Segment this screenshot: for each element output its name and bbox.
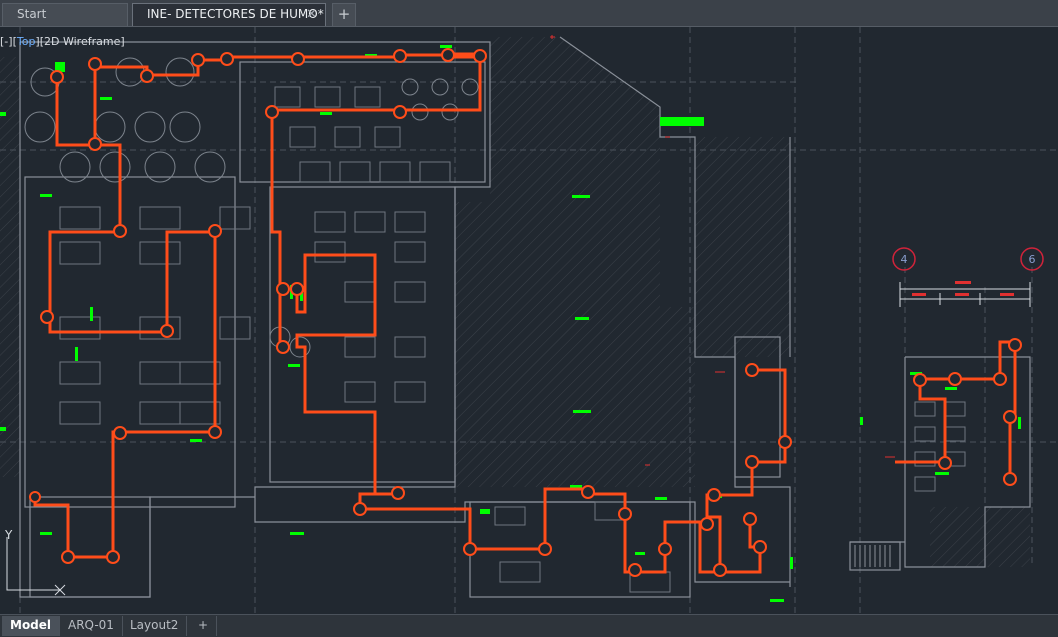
tab-arq-01-label: ARQ-01 — [68, 618, 114, 632]
stairs — [854, 545, 891, 567]
floor-plan-drawing: 4 6 Y — [0, 27, 1058, 614]
tab-model[interactable]: Model — [2, 616, 61, 636]
smoke-detector-symbols — [29, 48, 1022, 577]
dimension-text — [912, 281, 1014, 296]
file-tab-bar: Start INE- DETECTORES DE HUMO* ✕ + — [0, 0, 1058, 27]
close-icon[interactable]: ✕ — [306, 7, 317, 22]
tab-layout2-label: Layout2 — [130, 618, 179, 632]
tab-layout2[interactable]: Layout2 — [122, 616, 188, 636]
grid-bubble-4-label: 4 — [901, 253, 908, 266]
dimension-lines — [899, 282, 1031, 307]
red-marks — [550, 35, 895, 466]
desk-blocks — [59, 86, 966, 593]
view-cube-control[interactable]: Top — [16, 35, 36, 48]
tab-model-label: Model — [10, 618, 52, 632]
ucs-icon — [6, 537, 66, 596]
plus-icon: + — [337, 5, 351, 23]
new-tab-button[interactable]: + — [332, 3, 356, 26]
add-layout-button[interactable]: + — [190, 616, 218, 636]
tab-document-active[interactable]: INE- DETECTORES DE HUMO* ✕ — [132, 3, 326, 26]
grid-bubble-4: 4 — [892, 247, 916, 271]
tab-start[interactable]: Start — [2, 3, 128, 26]
ucs-y-label: Y — [4, 528, 13, 542]
viewport-controls[interactable]: [-][Top][2D Wireframe] — [0, 35, 125, 48]
visual-style-control[interactable]: 2D Wireframe — [44, 35, 121, 48]
tab-document-label: INE- DETECTORES DE HUMO* — [147, 7, 324, 21]
grid-bubble-6-label: 6 — [1029, 253, 1036, 266]
viewport-minimize-control[interactable]: [-] — [0, 35, 13, 48]
hatched-areas — [0, 37, 1030, 567]
layout-tab-bar: Model ARQ-01 Layout2 + — [0, 614, 1058, 637]
grid-bubble-6: 6 — [1020, 247, 1044, 271]
drawing-viewport[interactable]: 4 6 Y [-][Top][2D Wireframe] — [0, 27, 1058, 614]
tab-arq-01[interactable]: ARQ-01 — [60, 616, 123, 636]
tab-start-label: Start — [17, 7, 47, 21]
plus-icon: + — [198, 618, 209, 632]
